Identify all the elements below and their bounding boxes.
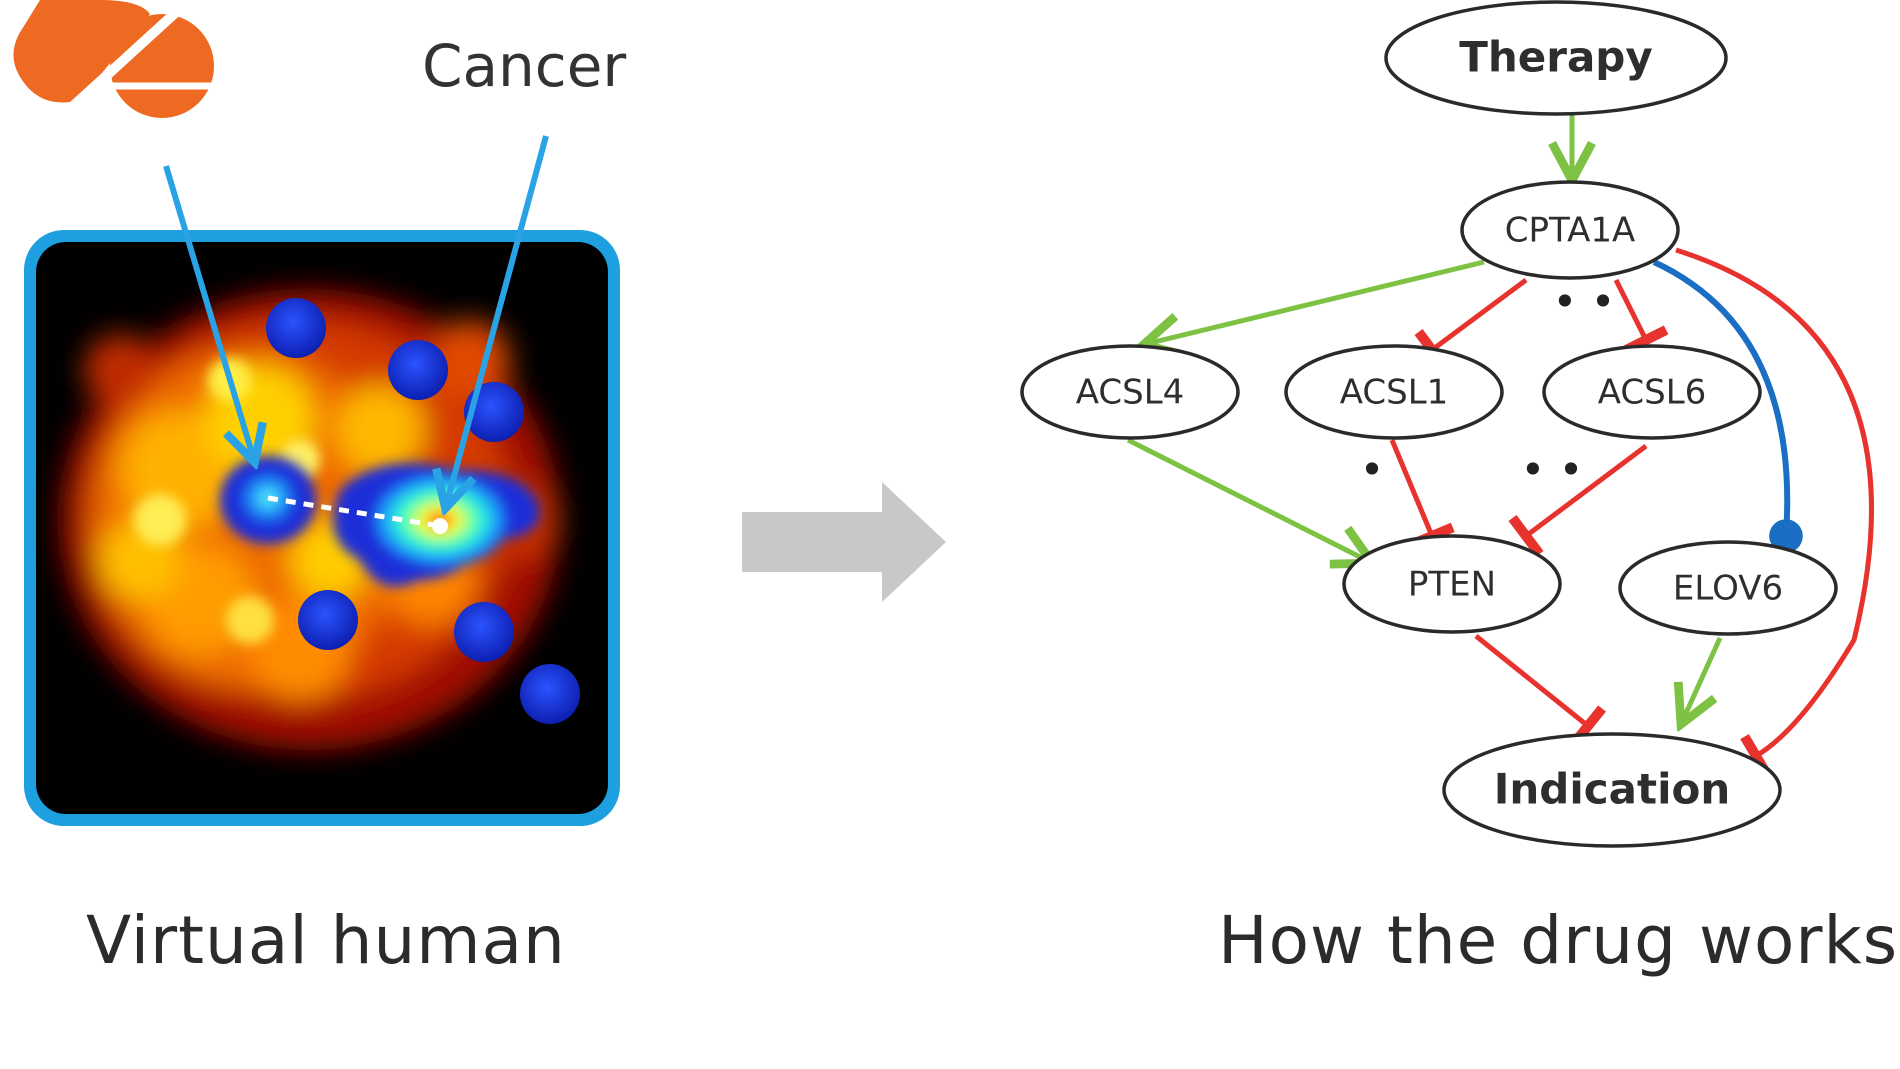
node-elov6: ELOV6	[1618, 540, 1838, 636]
node-pten-label: PTEN	[1408, 565, 1496, 605]
process-arrow-icon	[742, 482, 946, 602]
edge-cptaia-acsl6	[1613, 278, 1669, 355]
edge-acsl4-pten	[1126, 437, 1370, 562]
marks-cpt-acsl: • •	[1553, 277, 1616, 326]
edge-cptaia-acsl1	[1414, 277, 1528, 372]
node-indication: Indication	[1442, 732, 1782, 848]
marks-acsl6-pten: • •	[1521, 445, 1584, 494]
marks-acsl1-pten: •	[1360, 445, 1385, 494]
node-acsl6: ACSL6	[1542, 344, 1762, 440]
caption-how-drug-works: How the drug works	[1218, 902, 1899, 979]
node-therapy: Therapy	[1384, 0, 1728, 116]
cancer-label: Cancer	[422, 32, 627, 100]
virtual-human-heatmap	[24, 135, 620, 826]
edge-acsl6-pten	[1508, 444, 1648, 557]
caption-virtual-human: Virtual human	[86, 902, 566, 979]
edge-elov6-indication	[1682, 636, 1723, 722]
edge-cptaia-indication	[1675, 247, 1874, 778]
pill-icon	[13, 0, 214, 122]
node-elov6-label: ELOV6	[1673, 569, 1783, 609]
node-acsl4-label: ACSL4	[1076, 373, 1185, 413]
node-therapy-label: Therapy	[1459, 33, 1653, 82]
edge-cptaia-acsl4	[1146, 259, 1485, 344]
node-indication-label: Indication	[1494, 765, 1730, 814]
node-acsl4: ACSL4	[1020, 344, 1240, 440]
node-acsl6-label: ACSL6	[1598, 373, 1707, 413]
edge-cptaia-elov6	[1652, 259, 1803, 553]
node-acsl1: ACSL1	[1284, 344, 1504, 440]
node-cptaia: CPTA1A	[1460, 180, 1680, 280]
edge-acsl1-pten	[1389, 439, 1455, 550]
network-edges	[1126, 114, 1874, 778]
edge-pten-indication	[1474, 634, 1606, 747]
node-pten: PTEN	[1342, 534, 1562, 634]
node-cptaia-label: CPTA1A	[1505, 211, 1636, 251]
node-acsl1-label: ACSL1	[1340, 373, 1449, 413]
